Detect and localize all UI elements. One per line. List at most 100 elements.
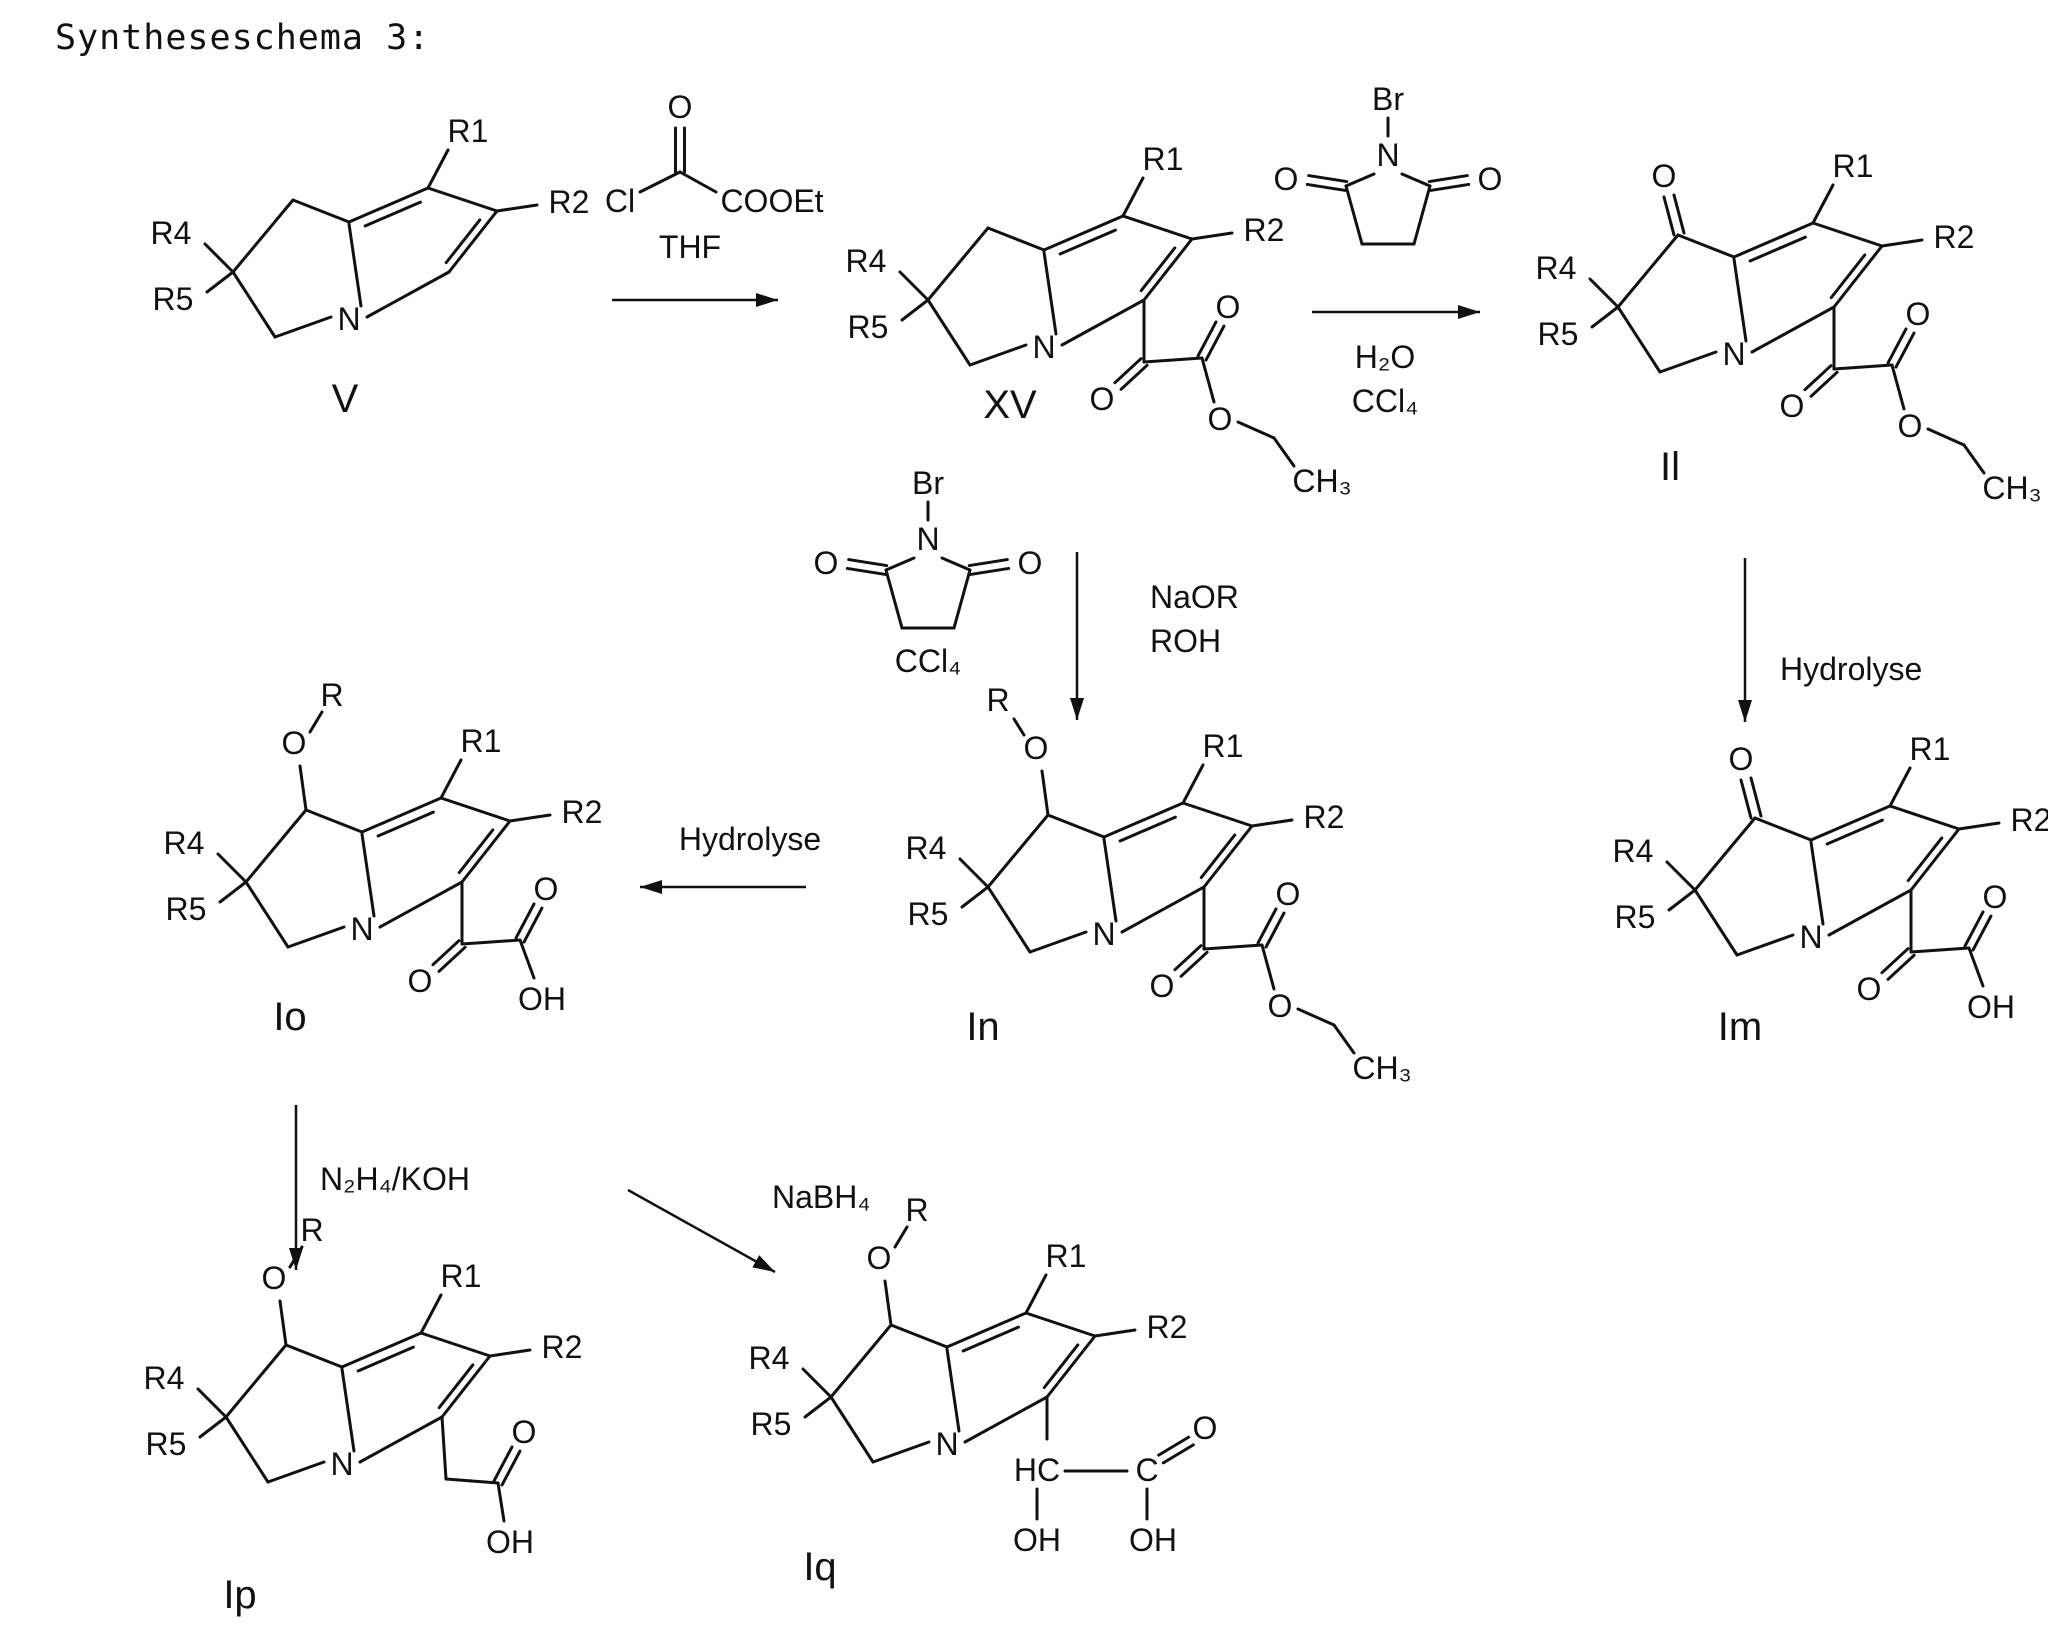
compound-label: Iq — [803, 1545, 836, 1589]
bond-line — [502, 1451, 520, 1485]
carbonyl-oxygen: O — [512, 1414, 537, 1450]
r1-label: R1 — [1046, 1238, 1087, 1274]
bond-line — [226, 1345, 286, 1417]
bond-line — [1959, 823, 1999, 829]
acid-hydroxyl-label: OH — [1129, 1522, 1177, 1558]
bond-line — [1695, 818, 1755, 890]
bond-line — [1030, 932, 1086, 952]
bond-line — [928, 228, 988, 300]
bond-line — [960, 859, 988, 887]
reagent-ethyl-oxalyl-chloride: OClCOOEtTHF — [605, 89, 824, 265]
compound-label: Ip — [223, 1573, 256, 1617]
bond-line — [963, 1327, 1018, 1351]
bond-line — [891, 1325, 947, 1347]
bond-line — [462, 940, 520, 944]
bond-line — [293, 200, 349, 222]
bond-line — [494, 1447, 512, 1481]
arrow-head — [752, 1255, 775, 1272]
bond-line — [1144, 358, 1202, 362]
bond-line — [1062, 300, 1144, 345]
arrow-head — [640, 880, 662, 894]
hydrolyse-label: Hydrolyse — [679, 821, 821, 857]
bond-line — [1274, 438, 1294, 466]
bond-line — [1026, 1275, 1046, 1313]
bond-line — [442, 1356, 490, 1417]
chlorine-label: Cl — [605, 183, 635, 219]
bond-line — [342, 1369, 354, 1451]
keto-oxygen: O — [1857, 971, 1882, 1007]
carbonyl-oxygen: O — [668, 89, 693, 125]
r2-label: R2 — [562, 794, 603, 830]
alcohol-label: ROH — [1150, 623, 1221, 659]
r2-label: R2 — [542, 1329, 583, 1365]
bond-line — [1121, 365, 1147, 389]
bond-line — [1060, 230, 1115, 254]
bond-line — [428, 188, 497, 211]
r4-label: R4 — [846, 243, 887, 279]
bond-line — [1183, 803, 1252, 826]
bond-line — [1026, 1313, 1095, 1336]
bond-line — [1755, 818, 1811, 840]
bond-line — [1911, 829, 1959, 890]
arrow-head — [1738, 700, 1752, 722]
bond-line — [1882, 949, 1908, 973]
bond-line — [1811, 842, 1823, 924]
bond-line — [1882, 240, 1922, 246]
compound-label: XV — [983, 383, 1037, 427]
imide-oxygen: O — [814, 545, 839, 581]
bond-line — [310, 712, 322, 732]
bond-line — [510, 815, 550, 821]
bond-line — [1202, 358, 1214, 402]
bond-line — [895, 1227, 907, 1247]
bond-line — [497, 205, 537, 211]
ester-oxygen: O — [1268, 988, 1293, 1024]
bond-line — [1262, 945, 1274, 989]
r1-label: R1 — [461, 723, 502, 759]
step2-conditions: H₂OCCl₄ — [1352, 339, 1418, 419]
bond-line — [1750, 237, 1805, 261]
compound-Ip: NR1R2R4R5OROOHIp — [144, 1212, 583, 1617]
bond-line — [1669, 890, 1695, 910]
ketone-oxygen: O — [1729, 741, 1754, 777]
bond-line — [1122, 887, 1204, 932]
imide-nitrogen: N — [916, 521, 939, 557]
bond-line — [421, 1333, 490, 1356]
bond-line — [1266, 913, 1284, 947]
bond-line — [1258, 909, 1276, 943]
alkyl-r-label: R — [905, 1192, 928, 1228]
alkyl-r-label: R — [320, 677, 343, 713]
bond-line — [1120, 817, 1175, 841]
bond-line — [441, 798, 510, 821]
arrow-head — [756, 293, 778, 307]
nitrogen-label: N — [1722, 336, 1745, 372]
imide-oxygen: O — [1018, 545, 1043, 581]
bond-line — [1307, 184, 1345, 190]
reagent-nbs-top: BrNOO — [1274, 81, 1503, 244]
hydrolysis-right: Hydrolyse — [1780, 651, 1922, 687]
imide-oxygen: O — [1274, 161, 1299, 197]
bond-line — [1667, 862, 1695, 890]
arrow-XV-to-In — [1070, 552, 1084, 720]
bond-line — [873, 1442, 929, 1462]
bond-line — [1664, 197, 1674, 235]
bond-line — [885, 1281, 891, 1325]
keto-oxygen: O — [1090, 381, 1115, 417]
bond-line — [805, 1397, 831, 1417]
bond-line — [428, 150, 448, 188]
r4-label: R4 — [749, 1340, 790, 1376]
bond-line — [1044, 252, 1056, 334]
bond-line — [1163, 1445, 1193, 1463]
ether-oxygen: O — [867, 1240, 892, 1276]
bond-line — [360, 1417, 442, 1462]
bond-line — [1181, 952, 1207, 976]
r5-label: R5 — [908, 896, 949, 932]
nitrogen-label: N — [1032, 329, 1055, 365]
bond-line — [1048, 815, 1104, 837]
bond-line — [365, 202, 420, 226]
r2-label: R2 — [2011, 802, 2048, 838]
hydrolyse-label: Hydrolyse — [1780, 651, 1922, 687]
bond-line — [220, 882, 246, 902]
bond-line — [1104, 839, 1116, 921]
arrow-head — [1458, 305, 1480, 319]
